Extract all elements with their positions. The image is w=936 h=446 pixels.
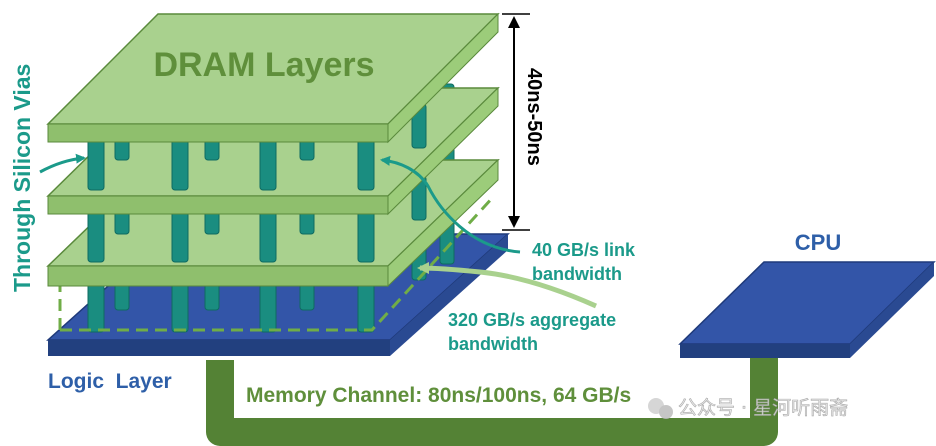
latency-label: 40ns-50ns — [523, 68, 545, 166]
link-bandwidth-arrow — [380, 155, 521, 254]
watermark-text: 公众号 · 星河听雨斋 — [678, 397, 848, 419]
memory-channel-bus — [206, 358, 778, 446]
watermark: 公众号 · 星河听雨斋 — [648, 397, 848, 419]
link-bandwidth-label-line2: bandwidth — [532, 264, 622, 284]
dram-layer-top — [46, 12, 500, 144]
aggregate-bandwidth-arrow — [417, 262, 598, 309]
tsv-pointer-arrow — [39, 153, 86, 174]
through-silicon-vias-label: Through Silicon Vias — [9, 64, 35, 292]
aggregate-outline — [58, 194, 496, 332]
wechat-icon — [648, 398, 673, 419]
memory-channel-label: Memory Channel: 80ns/100ns, 64 GB/s — [246, 384, 631, 407]
cpu-label: CPU — [795, 230, 841, 255]
cpu-chip — [678, 261, 936, 358]
aggregate-bandwidth-label-line1: 320 GB/s aggregate — [448, 310, 616, 330]
link-bandwidth-label-line1: 40 GB/s link — [532, 240, 636, 260]
logic-layer-label: Logic Layer — [48, 370, 172, 393]
latency-dimension-arrow — [502, 13, 530, 231]
aggregate-bandwidth-label-line2: bandwidth — [448, 334, 538, 354]
dram-layers-label: DRAM Layers — [153, 46, 374, 84]
